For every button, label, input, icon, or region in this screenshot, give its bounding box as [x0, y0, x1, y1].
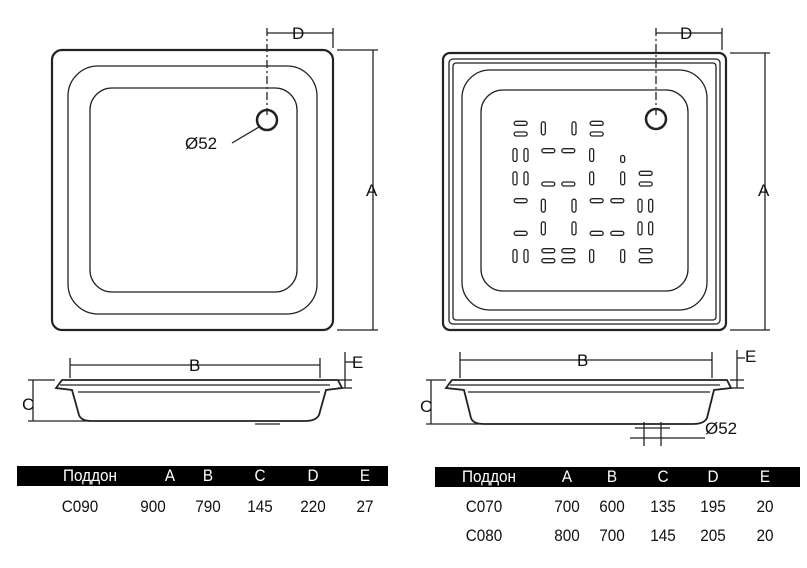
anti-slip-slot	[638, 181, 653, 187]
col-header: Поддон	[462, 467, 516, 486]
left-side-view: B C E	[22, 352, 363, 425]
dim-label-d: D	[292, 24, 304, 43]
anti-slip-slot	[648, 198, 654, 213]
anti-slip-slot	[523, 248, 529, 264]
anti-slip-pattern	[512, 120, 654, 264]
dim-label-a: A	[366, 181, 378, 200]
anti-slip-slot	[589, 230, 604, 236]
anti-slip-slot	[589, 198, 604, 204]
cell: C070	[465, 497, 503, 516]
anti-slip-slot	[513, 198, 528, 204]
table-right-header: Поддон A B C D E	[435, 467, 800, 487]
dim-label-e: E	[745, 347, 756, 366]
anti-slip-slot	[610, 198, 625, 204]
cell: 135	[650, 497, 676, 516]
anti-slip-slot	[589, 131, 604, 137]
anti-slip-slot	[620, 171, 626, 186]
anti-slip-slot	[561, 181, 576, 187]
cell: 900	[140, 497, 166, 516]
cell: 790	[195, 497, 221, 516]
col-header: Поддон	[63, 466, 117, 485]
anti-slip-slot	[523, 171, 529, 186]
anti-slip-slot	[561, 258, 576, 264]
anti-slip-slot	[513, 131, 528, 137]
cell: 600	[599, 497, 625, 516]
anti-slip-slot	[571, 221, 577, 236]
cell: 27	[356, 497, 374, 516]
col-header: E	[759, 467, 771, 486]
anti-slip-slot	[637, 198, 643, 213]
anti-slip-slot	[589, 120, 604, 126]
anti-slip-slot	[610, 230, 625, 236]
anti-slip-slot	[540, 198, 546, 213]
cell: 220	[300, 497, 326, 516]
anti-slip-slot	[589, 248, 595, 264]
anti-slip-slot	[541, 181, 556, 187]
cell: 20	[756, 497, 774, 516]
anti-slip-slot	[561, 248, 576, 254]
col-header: B	[202, 466, 214, 485]
anti-slip-slot	[571, 198, 577, 213]
table-left-row: C090 900 790 145 220 27	[17, 497, 388, 517]
left-top-view: D Ø52 A	[50, 24, 378, 332]
dim-label-b: B	[189, 356, 200, 375]
anti-slip-slot	[512, 248, 518, 264]
col-header: D	[707, 467, 719, 486]
anti-slip-slot	[638, 248, 653, 254]
col-header: E	[359, 466, 371, 485]
anti-slip-slot	[620, 248, 626, 264]
anti-slip-slot	[541, 258, 556, 264]
table-right-row: C080 800 700 145 205 20	[435, 526, 800, 546]
cell: C090	[61, 497, 99, 516]
anti-slip-slot	[638, 170, 653, 176]
anti-slip-slot	[523, 147, 529, 163]
table-right-row: C070 700 600 135 195 20	[435, 497, 800, 517]
anti-slip-slot	[648, 221, 654, 236]
anti-slip-slot	[638, 258, 653, 264]
anti-slip-slot	[512, 171, 518, 186]
dim-label-d: D	[680, 24, 692, 43]
anti-slip-slot	[589, 171, 595, 186]
table-left-header: Поддон A B C D E	[17, 466, 388, 486]
cell: C080	[465, 526, 503, 545]
col-header: B	[606, 467, 618, 486]
anti-slip-slot	[513, 120, 528, 126]
anti-slip-slot	[561, 148, 576, 154]
anti-slip-slot	[540, 121, 546, 136]
cell: 195	[700, 497, 726, 516]
cell: 20	[756, 526, 774, 545]
anti-slip-slot	[589, 147, 595, 163]
dim-label-a: A	[758, 181, 770, 200]
col-header: C	[254, 466, 266, 485]
anti-slip-slot	[512, 147, 518, 163]
anti-slip-slot	[540, 221, 546, 236]
anti-slip-slot	[513, 230, 528, 236]
dim-label-c: C	[420, 397, 432, 416]
diameter-label: Ø52	[185, 134, 217, 153]
col-header: D	[307, 466, 319, 485]
anti-slip-slot	[541, 148, 556, 154]
dim-label-b: B	[577, 351, 588, 370]
right-side-view: B C E Ø52	[420, 347, 756, 446]
right-top-view: D A	[441, 24, 770, 332]
dim-label-e: E	[352, 353, 363, 372]
anti-slip-slot	[571, 121, 577, 136]
col-header: A	[561, 467, 573, 486]
cell: 800	[554, 526, 580, 545]
cell: 145	[650, 526, 676, 545]
dim-label-c: C	[22, 395, 34, 414]
cell: 145	[247, 497, 273, 516]
col-header: C	[657, 467, 669, 486]
col-header: A	[164, 466, 176, 485]
diameter-label: Ø52	[705, 419, 737, 438]
cell: 700	[599, 526, 625, 545]
anti-slip-slot	[620, 154, 626, 164]
cell: 700	[554, 497, 580, 516]
anti-slip-slot	[637, 221, 643, 236]
anti-slip-slot	[541, 248, 556, 254]
cell: 205	[700, 526, 726, 545]
